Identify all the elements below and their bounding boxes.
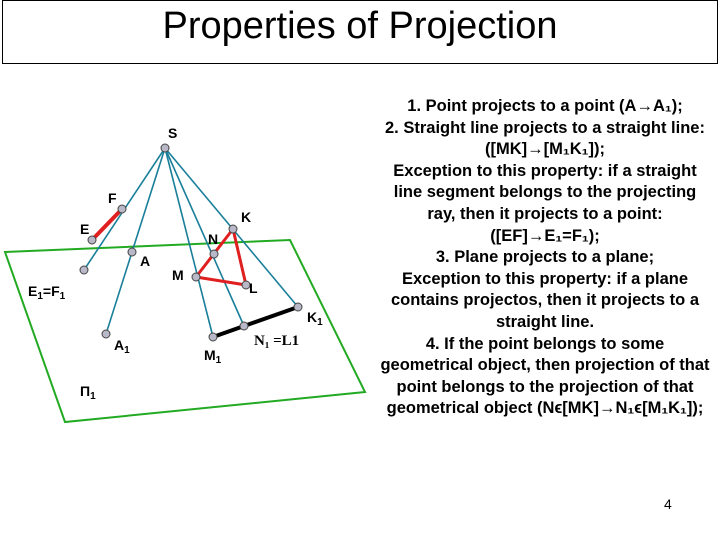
title-box: Properties of Projection (2, 0, 718, 64)
segment-ef (90, 207, 124, 242)
ray-s-m1 (164, 147, 214, 338)
property-4: 4. If the point belongs to some geometri… (380, 334, 710, 418)
label-l: L (249, 280, 258, 296)
label-pi1: Π1 (80, 383, 96, 402)
point-e1f1 (79, 265, 89, 275)
projection-plane (3, 238, 367, 424)
label-e: E (80, 221, 89, 237)
point-a (127, 247, 137, 257)
segment-mk (194, 228, 248, 287)
label-m1: M1 (204, 347, 222, 366)
points (79, 143, 303, 342)
point-e (87, 235, 97, 245)
projecting-rays (83, 147, 299, 338)
point-a1 (101, 329, 111, 339)
label-f: F (108, 190, 117, 206)
point-l (241, 280, 251, 290)
point-k1 (293, 302, 303, 312)
label-k1: K1 (307, 309, 323, 328)
property-1: 1. Point projects to a point (A→A₁); (407, 97, 683, 115)
point-m (191, 272, 201, 282)
property-2-exception: Exception to this property: if a straigh… (393, 161, 697, 245)
label-n: N (208, 231, 218, 247)
ray-s-n1 (164, 147, 245, 327)
properties-text: 1. Point projects to a point (A→A₁); 2. … (380, 96, 710, 420)
point-n1l1 (239, 321, 249, 331)
point-n (209, 249, 219, 259)
label-s: S (168, 125, 177, 141)
label-k: K (241, 209, 251, 225)
property-3-exception: Exception to this property: if a plane c… (390, 269, 700, 331)
label-m: M (172, 267, 184, 283)
property-3: 3. Plane projects to a plane; (435, 248, 655, 267)
property-2: 2. Straight line projects to a straight … (385, 118, 705, 159)
ray-s-a1 (105, 147, 166, 335)
label-e1f1: E1=F1 (28, 283, 66, 302)
label-a1: A1 (114, 337, 130, 356)
point-m1 (208, 332, 218, 342)
page-title: Properties of Projection (162, 5, 558, 47)
page-number: 4 (664, 496, 672, 512)
label-a: A (140, 253, 150, 269)
point-k (228, 224, 238, 234)
segment-m1k1 (212, 305, 299, 339)
point-s (160, 143, 170, 153)
label-n1l1: N₁ =L1 (254, 333, 299, 349)
point-f (117, 204, 127, 214)
